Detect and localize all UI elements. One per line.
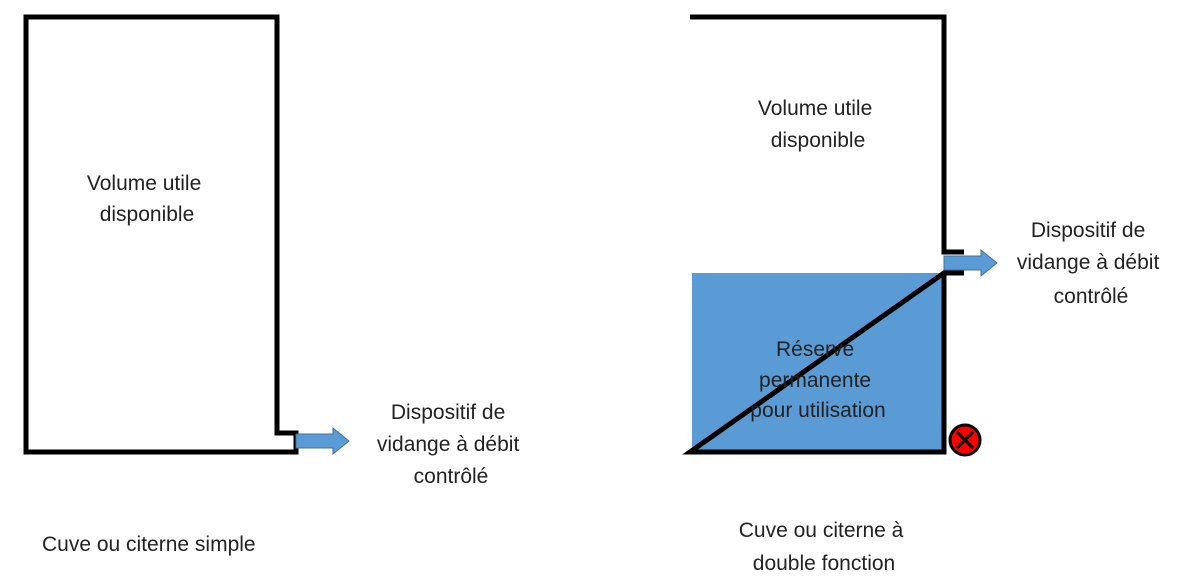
reserve-label: Réserve permanente pour utilisation xyxy=(750,338,885,422)
simple-tank-outlet-label: Dispositif de vidange à débit contrôlé xyxy=(377,401,525,488)
closed-valve-icon xyxy=(948,423,982,457)
double-tank: Volume utile disponible Réserve permanen… xyxy=(682,14,1165,575)
double-tank-caption: Cuve ou citerne à double fonction xyxy=(739,519,909,575)
simple-tank-caption: Cuve ou citerne simple xyxy=(42,533,256,556)
simple-tank-outlet-arrow xyxy=(295,426,350,456)
double-tank-outline xyxy=(682,14,964,455)
double-tank-outlet-label: Dispositif de vidange à débit contrôlé xyxy=(1017,219,1165,308)
simple-tank-outline xyxy=(23,14,299,455)
double-tank-outlet-arrow xyxy=(943,248,998,278)
simple-tank-volume-label: Volume utile disponible xyxy=(87,172,207,226)
double-tank-volume-label: Volume utile disponible xyxy=(758,97,878,152)
simple-tank: Volume utile disponible Dispositif de vi… xyxy=(23,14,525,556)
